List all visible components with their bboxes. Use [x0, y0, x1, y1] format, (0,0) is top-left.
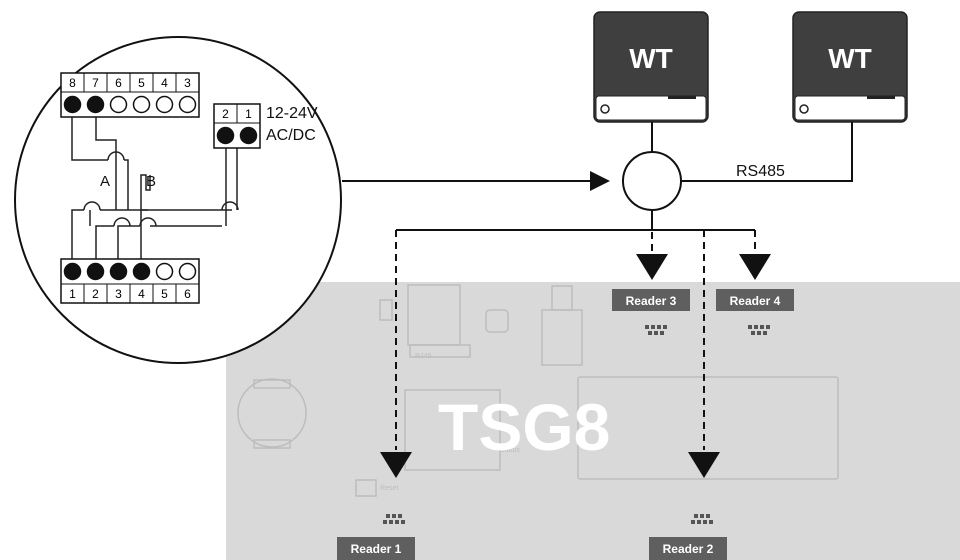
- arrowhead-reader-4: [739, 254, 771, 280]
- arrowhead-reader-1: [380, 452, 412, 478]
- pin-label: 8: [69, 76, 76, 90]
- pin-unused: [178, 262, 197, 281]
- reader-3-header: [645, 325, 667, 335]
- pin-used: [239, 126, 258, 145]
- pin-label: 2: [92, 287, 99, 301]
- reader-3: Reader 3: [612, 289, 690, 335]
- pin-used: [63, 262, 82, 281]
- pin-label: 5: [161, 287, 168, 301]
- pin-label: 7: [92, 76, 99, 90]
- pin-unused: [109, 95, 128, 114]
- reader-1: Reader 1: [337, 514, 415, 560]
- controller-board: RJ45 Status Reset TSG8: [226, 282, 960, 560]
- reader-2: Reader 2: [649, 514, 727, 560]
- pin-used: [132, 262, 151, 281]
- bus-label: RS485: [736, 163, 785, 180]
- pin-label: 6: [184, 287, 191, 301]
- wt-label-2: WT: [828, 43, 872, 74]
- reader-2-header: [691, 514, 713, 524]
- reader-4: Reader 4: [716, 289, 794, 335]
- reader-3-label: Reader 3: [626, 294, 677, 308]
- pin-unused: [155, 95, 174, 114]
- board-name: TSG8: [438, 390, 610, 464]
- wire-label-a: A: [100, 173, 110, 190]
- pin-label: 3: [115, 287, 122, 301]
- pin-label: 2: [222, 107, 229, 121]
- pin-label: 1: [69, 287, 76, 301]
- bus-hub: [622, 151, 682, 211]
- reader-1-header: [383, 514, 405, 524]
- reader-4-label: Reader 4: [730, 294, 781, 308]
- reader-2-label: Reader 2: [663, 542, 714, 556]
- rj45-label: RJ45: [415, 353, 431, 360]
- power-label-line2: AC/DC: [266, 127, 316, 144]
- reader-arrowheads: [380, 254, 771, 478]
- wt-device-2: WT: [792, 11, 908, 123]
- pin-used: [216, 126, 235, 145]
- wt-label-1: WT: [629, 43, 673, 74]
- wire-label-b: B: [146, 173, 156, 190]
- reader-drops: [395, 230, 756, 450]
- pin-used: [109, 262, 128, 281]
- reset-label: Reset: [380, 485, 398, 492]
- pin-unused: [132, 95, 151, 114]
- reader-4-header: [748, 325, 770, 335]
- pin-label: 1: [245, 107, 252, 121]
- pin-used: [63, 95, 82, 114]
- connector-wires: [71, 116, 239, 262]
- pin-unused: [155, 262, 174, 281]
- arrowhead-reader-3: [636, 254, 668, 280]
- pin-label: 3: [184, 76, 191, 90]
- bottom-terminal-block: 1 2 3 4 5 6: [60, 258, 200, 304]
- pin-label: 5: [138, 76, 145, 90]
- power-label-line1: 12-24V: [266, 105, 318, 122]
- wt-device-1: WT: [593, 11, 709, 123]
- pin-label: 6: [115, 76, 122, 90]
- pin-used: [86, 95, 105, 114]
- pin-used: [86, 262, 105, 281]
- top-terminal-block: 8 7 6 5 4 3: [60, 72, 200, 118]
- pin-label: 4: [138, 287, 145, 301]
- reader-1-label: Reader 1: [351, 542, 402, 556]
- pin-unused: [178, 95, 197, 114]
- status-label: Status: [500, 447, 520, 454]
- arrowhead-reader-2: [688, 452, 720, 478]
- pin-label: 4: [161, 76, 168, 90]
- bus-wiring: [396, 122, 853, 231]
